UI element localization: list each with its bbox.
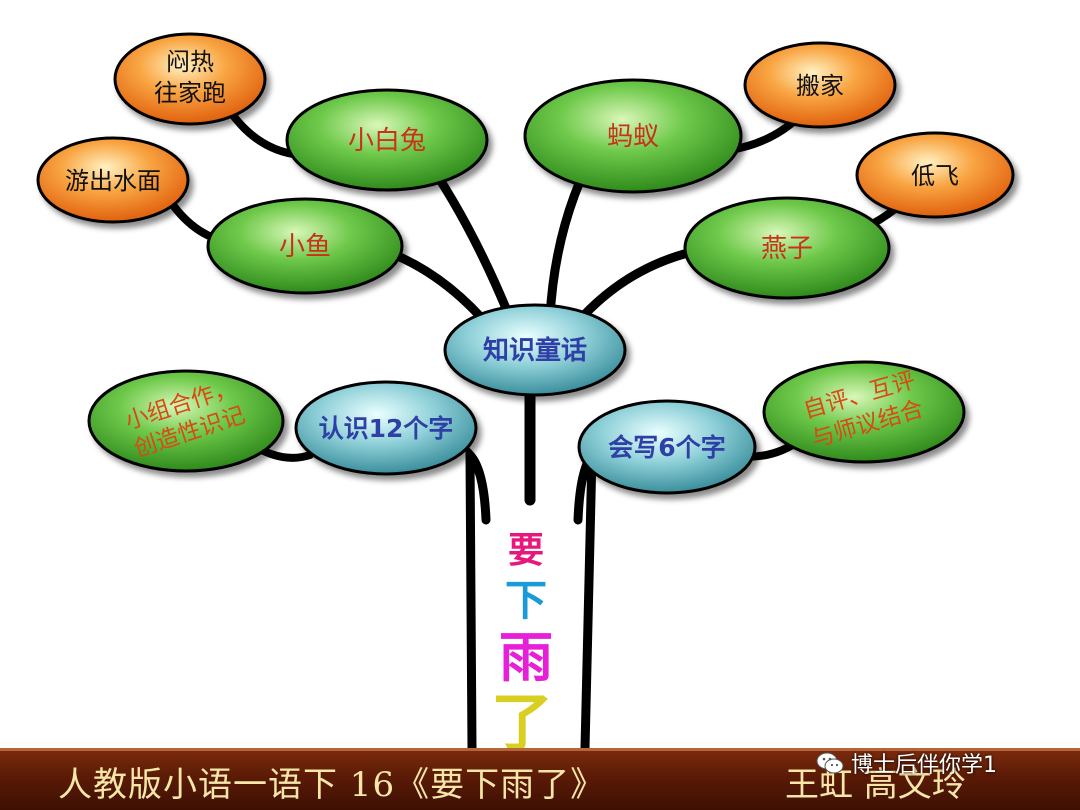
detail-node-fish: 游出水面 (36, 136, 190, 224)
hub-node-recognize: 认识12个字 (294, 380, 478, 476)
detail-text-fish: 游出水面 (65, 167, 161, 195)
watermark: 博士后伴你学1 (815, 748, 997, 778)
footer-author: 王虹 高文玲 (785, 765, 966, 805)
animal-label-ant: 蚂蚁 (607, 122, 659, 152)
detail-node-bunny: 闷热 往家跑 (113, 32, 267, 126)
detail-node-swallow: 低飞 (855, 131, 1015, 219)
animal-node-swallow: 燕子 (683, 196, 891, 300)
leaf-node-left: 小组合作， 创造性识记 (87, 369, 285, 473)
trunk-right-edge (573, 441, 597, 753)
detail-text-bunny-1: 闷热 (166, 48, 214, 76)
hub-node-write: 会写6个字 (577, 399, 757, 495)
detail-text-ant: 搬家 (796, 72, 844, 100)
hub-label: 知识童话 (483, 335, 587, 366)
footer-bar: 人教版小语一语下 16《要下雨了》 王虹 高文玲 (0, 748, 1080, 810)
trunk-char-2: 下 (505, 576, 547, 625)
wechat-icon (816, 752, 844, 774)
footer-title: 人教版小语一语下 16《要下雨了》 (58, 765, 606, 805)
right-hub-label: 会写6个字 (608, 433, 725, 462)
animal-node-ant: 蚂蚁 (523, 78, 743, 194)
trunk-left-edge (465, 443, 491, 753)
hub-node-fairy-tale: 知识童话 (443, 303, 627, 397)
watermark-text: 博士后伴你学1 (851, 753, 997, 778)
trunk-title: 要 下 雨 了 (491, 530, 553, 759)
trunk-char-1: 要 (508, 530, 544, 571)
animal-label-swallow: 燕子 (761, 234, 813, 264)
detail-node-ant: 搬家 (743, 41, 897, 129)
trunk-char-3: 雨 (499, 626, 553, 689)
left-hub-label: 认识12个字 (319, 414, 454, 443)
detail-text-swallow: 低飞 (911, 162, 959, 190)
detail-text-bunny-2: 往家跑 (154, 79, 226, 107)
animal-label-fish: 小鱼 (279, 232, 331, 262)
trunk-char-4: 了 (491, 686, 553, 759)
leaf-node-right: 自评、互评 与师议结合 (762, 360, 966, 464)
animal-node-fish: 小鱼 (206, 197, 404, 295)
animal-label-bunny: 小白兔 (348, 126, 426, 156)
animal-node-bunny: 小白兔 (285, 88, 489, 192)
